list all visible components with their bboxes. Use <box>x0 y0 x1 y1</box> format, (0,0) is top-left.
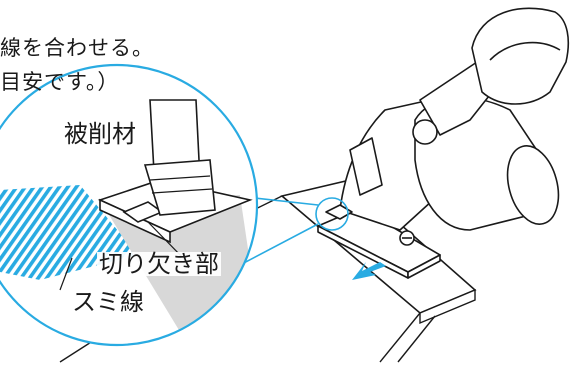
label-workpiece: 被削材 <box>62 120 138 148</box>
saw-motor-cap <box>506 145 560 225</box>
zoom-origin-circle <box>315 197 349 231</box>
circular-saw <box>317 7 570 279</box>
direction-arrow <box>352 262 386 280</box>
instruction-line-1: 線を合わせる。 <box>0 36 154 60</box>
inkline-leader <box>59 257 73 291</box>
saw-battery <box>471 7 570 105</box>
saw-front-grip <box>349 137 383 196</box>
instruction-line-2: 目安です。） <box>0 70 120 94</box>
label-notch: 切り欠き部 <box>97 250 221 278</box>
callout-circle <box>0 63 259 347</box>
label-ink-line: スミ線 <box>70 288 146 316</box>
